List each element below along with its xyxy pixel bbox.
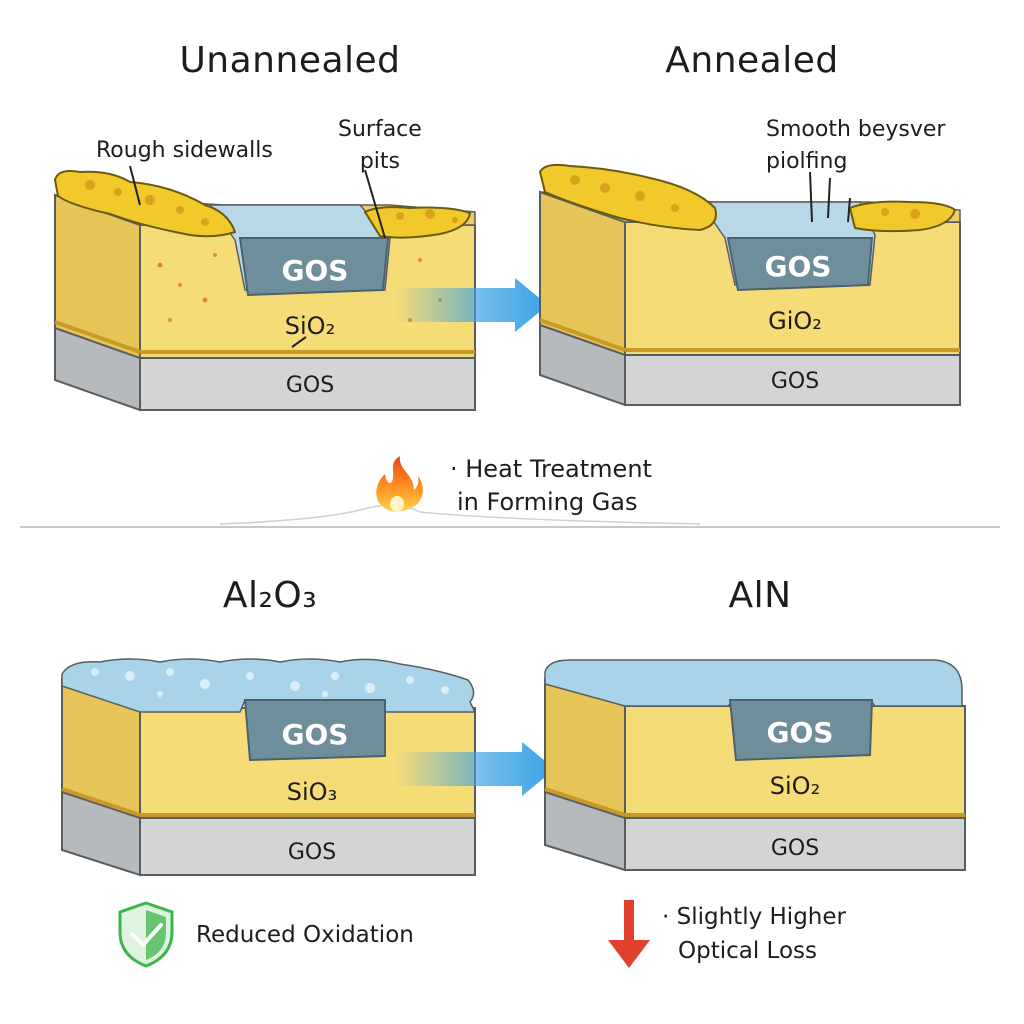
core-label-annealed: GOS xyxy=(764,250,832,283)
cladding-label-unannealed: SiO₂ xyxy=(284,312,336,340)
title-annealed: Annealed xyxy=(665,40,839,81)
substrate-label-annealed: GOS xyxy=(770,369,820,394)
cladding-label-annealed: GiO₂ xyxy=(768,307,822,335)
core-label-al2o3: GOS xyxy=(281,718,349,751)
note-optical-loss-line1: · Slightly Higher xyxy=(662,904,846,930)
title-al2o3: Al₂O₃ xyxy=(222,575,318,616)
rough-top-right xyxy=(363,206,472,239)
block-al2o3 xyxy=(61,658,477,877)
cladding-label-al2o3: SiO₃ xyxy=(286,778,338,806)
note-reduced-oxidation: Reduced Oxidation xyxy=(196,922,414,948)
coating-rough xyxy=(61,658,477,713)
core-label-aln: GOS xyxy=(766,716,834,749)
note-optical-loss-line2: Optical Loss xyxy=(678,938,817,964)
process-divider xyxy=(20,456,1000,528)
annotation-rough-sidewalls: Rough sidewalls xyxy=(96,138,273,163)
down-arrow-icon xyxy=(608,900,650,968)
cladding-label-aln: SiO₂ xyxy=(769,772,821,800)
block-annealed xyxy=(538,163,961,407)
substrate-front xyxy=(139,354,476,411)
rough-top-left xyxy=(53,170,237,238)
transition-arrow-top xyxy=(395,278,548,332)
shield-check-icon xyxy=(118,901,174,968)
transition-arrow-bottom xyxy=(395,742,555,796)
title-aln: AlN xyxy=(728,575,792,616)
annotation-smooth: Smooth beysver piolfing xyxy=(766,117,946,174)
substrate-label-aln: GOS xyxy=(770,836,820,861)
annotation-surface-pits: Surface pits xyxy=(338,117,422,174)
block-unannealed xyxy=(53,165,476,412)
core-label-unannealed: GOS xyxy=(281,254,349,287)
process-line2: in Forming Gas xyxy=(457,488,638,516)
core xyxy=(238,237,390,297)
process-line1: · Heat Treatment xyxy=(450,455,652,483)
block-aln xyxy=(544,659,966,872)
flame-icon xyxy=(376,456,423,512)
substrate-label-al2o3: GOS xyxy=(287,840,337,865)
substrate-label-unannealed: GOS xyxy=(285,373,335,398)
title-unannealed: Unannealed xyxy=(179,40,401,81)
